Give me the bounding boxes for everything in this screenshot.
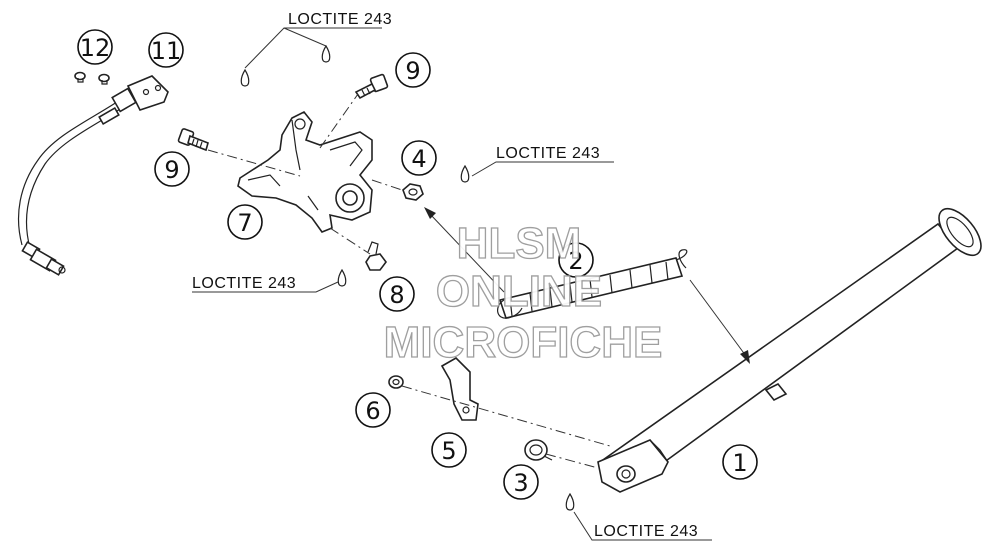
callout-9-right: 9 [395,52,431,88]
bushing-3 [524,439,553,461]
side-stand-1 [597,207,982,493]
svg-text:5: 5 [441,437,456,465]
callout-1: 1 [722,444,758,480]
callout-11: 11 [148,32,184,68]
loctite-label-bottom: LOCTITE 243 [594,523,698,540]
arrow-spring-to-stand [689,279,750,364]
loctite-drop-3 [460,164,470,183]
callout-2: 2 [558,242,594,278]
svg-text:3: 3 [513,469,528,497]
svg-text:12: 12 [80,34,111,62]
side-stand-bracket [237,110,373,233]
watermark-line-3: MICROFICHE [384,318,663,367]
screw-12b [98,73,110,85]
leader-mid [192,281,339,293]
axis-line-6 [545,453,599,469]
svg-text:8: 8 [389,281,404,309]
svg-text:7: 7 [237,209,252,237]
leader-right [471,161,614,177]
bushing-6 [388,375,404,389]
nut-4 [402,183,424,201]
svg-text:4: 4 [411,145,426,173]
svg-text:11: 11 [151,37,182,65]
axis-line-2 [319,93,359,149]
loctite-drop-1 [240,68,250,87]
callout-3: 3 [503,464,539,500]
side-stand-switch [17,71,169,276]
axis-line-4 [329,227,371,255]
watermark-line-1: HLSM [457,219,582,268]
callout-4: 4 [401,140,437,176]
svg-text:9: 9 [164,156,179,184]
loctite-drop-2 [321,44,331,63]
svg-text:6: 6 [365,397,380,425]
callout-6: 6 [355,392,391,428]
svg-text:2: 2 [568,247,583,275]
svg-text:1: 1 [732,449,747,477]
bolt-9-left [177,128,209,152]
loctite-label-mid: LOCTITE 243 [192,275,296,292]
bolt-9-right [354,73,389,100]
screw-12a [74,71,86,83]
watermark-line-2: ONLINE [436,267,602,316]
loctite-drop-4 [337,268,347,287]
callout-8: 8 [379,276,415,312]
loctite-drop-5 [565,492,575,511]
axis-line-1 [207,149,301,177]
leader-bottom [573,511,712,541]
callout-12: 12 [77,29,113,65]
callout-7: 7 [227,204,263,240]
spring-2 [497,249,688,319]
loctite-label-right: LOCTITE 243 [496,145,600,162]
watermark: HLSM ONLINE MICROFICHE [383,218,663,367]
loctite-label-top: LOCTITE 243 [288,11,392,28]
callout-5: 5 [431,432,467,468]
callout-9-left: 9 [154,151,190,187]
plate-5 [440,357,479,421]
svg-text:9: 9 [405,57,420,85]
bolt-8 [365,241,387,271]
leader-top [244,27,382,69]
arrow-spring-to-bracket [424,207,505,293]
axis-line-3 [371,179,403,191]
axis-line-5 [401,385,611,447]
